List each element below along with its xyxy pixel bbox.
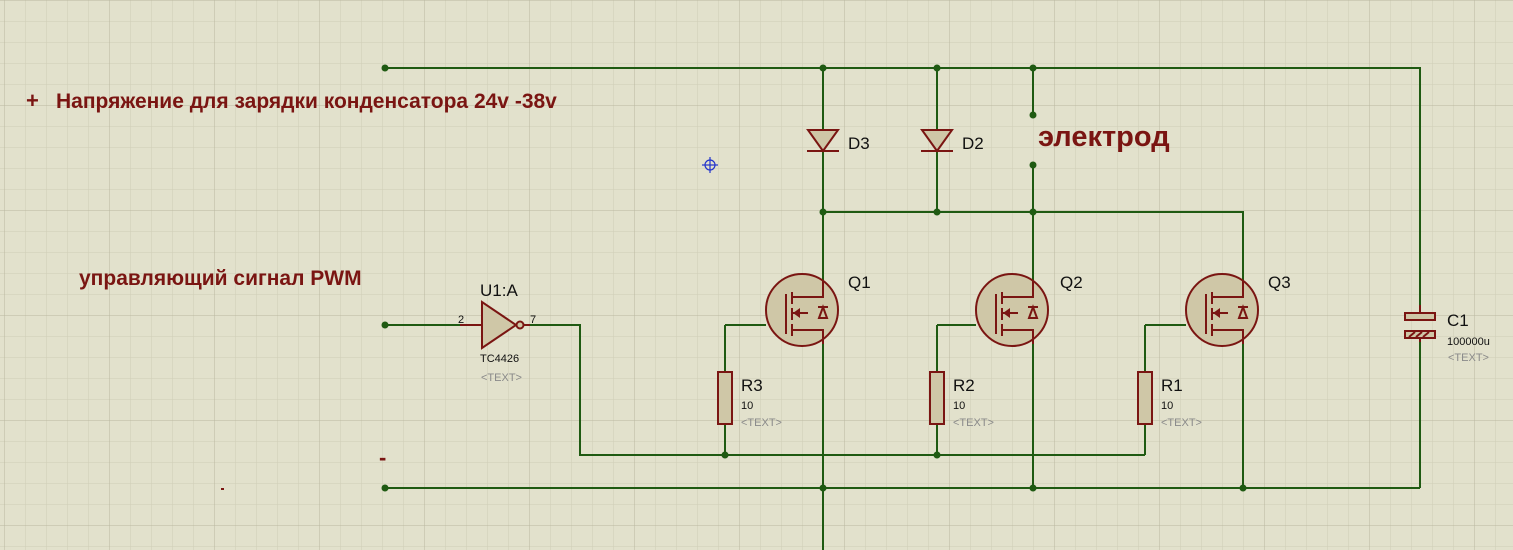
wires (385, 67, 1421, 550)
component-q2[interactable]: Q2 (975, 273, 1083, 347)
junctions (381, 64, 1247, 492)
d2-ref: D2 (962, 134, 984, 153)
terminal-pwm (381, 321, 389, 329)
stray-mark (221, 488, 224, 490)
component-q1[interactable]: Q1 (765, 273, 871, 347)
crosshair-cursor-icon (702, 157, 718, 173)
r2-text: <TEXT> (953, 417, 994, 429)
q2-ref: Q2 (1060, 273, 1083, 292)
component-q3[interactable]: Q3 (1185, 273, 1291, 347)
junction-dot (819, 484, 827, 492)
u1-part: TC4426 (480, 353, 519, 365)
junction-dot (933, 451, 941, 459)
component-d2[interactable]: D2 (920, 129, 984, 153)
r2-value: 10 (953, 400, 965, 412)
wire-drain-bus (823, 211, 1244, 488)
junction-dot (1239, 484, 1247, 492)
resistor-icon (929, 371, 945, 425)
electrode-label: электрод (1038, 121, 1170, 153)
plus-sign-label: + (26, 88, 39, 113)
mosfet-arrow (1213, 308, 1220, 318)
terminal-electrode-bottom (1029, 161, 1037, 169)
r3-text: <TEXT> (741, 417, 782, 429)
mosfet-arrow (1003, 308, 1010, 318)
resistor-icon (717, 371, 733, 425)
capacitor-hatch (1408, 331, 1430, 338)
capacitor-icon (1404, 312, 1436, 321)
junction-dot (933, 208, 941, 216)
mosfet-icon (1185, 273, 1259, 347)
u1-pin-in-number: 2 (458, 314, 464, 326)
mosfet-icon (765, 273, 839, 347)
wire-gate-drive (530, 324, 1145, 456)
wire-top-rail (385, 67, 1421, 305)
mosfet-body-diode (1027, 304, 1039, 319)
resistor-icon (1137, 371, 1153, 425)
charge-voltage-note: Напряжение для зарядки конденсатора 24v … (56, 90, 557, 113)
junction-dot (1029, 208, 1037, 216)
mosfet-body-diode (817, 304, 829, 319)
terminal-minus (381, 484, 389, 492)
mosfet-symbol (785, 280, 824, 344)
terminal-electrode-top (1029, 111, 1037, 119)
mosfet-icon (975, 273, 1049, 347)
pwm-signal-note: управляющий сигнал PWM (79, 267, 362, 290)
r2-ref: R2 (953, 376, 975, 395)
mosfet-symbol (1205, 280, 1244, 344)
r3-value: 10 (741, 400, 753, 412)
junction-dot (1029, 484, 1037, 492)
junction-dot (819, 64, 827, 72)
u1-text: <TEXT> (481, 372, 522, 384)
component-c1[interactable]: C1 100000u <TEXT> (1404, 305, 1490, 364)
r1-ref: R1 (1161, 376, 1183, 395)
r3-ref: R3 (741, 376, 763, 395)
r1-text: <TEXT> (1161, 417, 1202, 429)
u1-pin-out-number: 7 (530, 314, 536, 326)
junction-dot (1029, 64, 1037, 72)
c1-ref: C1 (1447, 311, 1469, 330)
diode-icon (920, 129, 954, 153)
r1-value: 10 (1161, 400, 1173, 412)
junction-dot (721, 451, 729, 459)
mosfet-symbol (995, 280, 1034, 344)
q3-ref: Q3 (1268, 273, 1291, 292)
component-r2[interactable]: R2 10 <TEXT> (929, 371, 994, 429)
c1-value: 100000u (1447, 336, 1490, 348)
diode-icon (806, 129, 840, 153)
junction-dot (933, 64, 941, 72)
component-r1[interactable]: R1 10 <TEXT> (1137, 371, 1202, 429)
inverter-bubble (515, 320, 525, 330)
terminal-plus (381, 64, 389, 72)
inverter-icon (481, 300, 518, 350)
mosfet-body-diode (1237, 304, 1249, 319)
component-r3[interactable]: R3 10 <TEXT> (717, 371, 782, 429)
component-u1[interactable]: U1:A 2 7 TC4426 <TEXT> (458, 281, 536, 384)
d3-ref: D3 (848, 134, 870, 153)
mosfet-arrow (793, 308, 800, 318)
c1-text: <TEXT> (1448, 352, 1489, 364)
u1-ref: U1:A (480, 281, 518, 300)
q1-ref: Q1 (848, 273, 871, 292)
component-d3[interactable]: D3 (806, 129, 870, 153)
junction-dot (819, 208, 827, 216)
minus-sign-label: - (379, 445, 386, 470)
